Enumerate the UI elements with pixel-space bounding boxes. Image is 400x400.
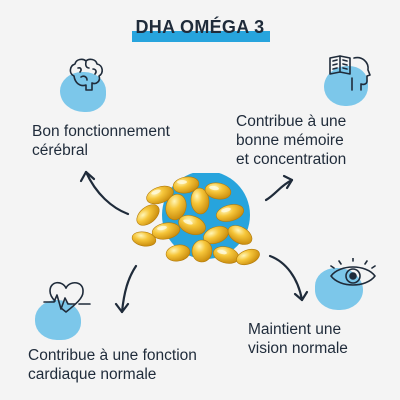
arrow-to-heart [120, 264, 138, 314]
benefit-vision-line2: vision normale [248, 340, 348, 357]
benefit-heart-line2: cardiaque normale [28, 366, 157, 383]
benefit-heart-label: Contribue à une fonction cardiaque norma… [28, 346, 238, 384]
omega-3-capsules-image [131, 173, 260, 266]
benefit-memory-label: Contribue à une bonne mémoire et concent… [236, 112, 396, 169]
title-block: DHA OMÉGA 3 [128, 17, 272, 43]
eye-icon [330, 258, 376, 286]
benefit-heart-line1: Contribue à une fonction [28, 347, 197, 364]
benefit-memory-line3: et concentration [236, 151, 347, 168]
benefit-memory-line1: Contribue à une [236, 113, 347, 130]
benefit-brain-label: Bon fonctionnement cérébral [32, 122, 212, 160]
page-title: DHA OMÉGA 3 [135, 17, 265, 37]
benefit-memory-line2: bonne mémoire [236, 132, 344, 149]
benefit-brain-line2: cérébral [32, 142, 88, 159]
heart-pulse-icon [43, 281, 91, 313]
arrow-to-brain [84, 170, 130, 216]
brain-blob [60, 72, 106, 112]
benefit-brain-line1: Bon fonctionnement [32, 123, 170, 140]
benefit-vision-label: Maintient une vision normale [248, 320, 388, 358]
benefit-vision-line1: Maintient une [248, 321, 342, 338]
reading-head-icon [329, 55, 371, 91]
title-underline [132, 31, 270, 42]
arrow-to-vision [268, 254, 304, 302]
brain-icon [69, 58, 103, 91]
arrow-to-memory [264, 178, 294, 202]
